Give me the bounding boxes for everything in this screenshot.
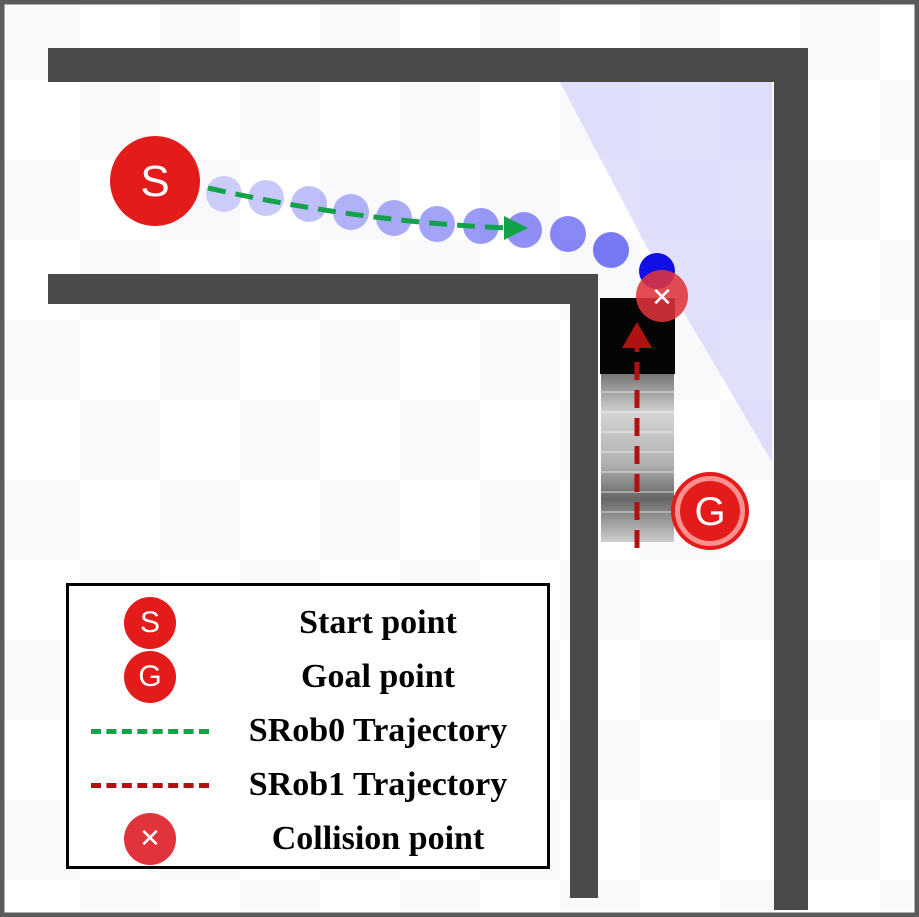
legend-row-srob0: SRob0 Trajectory bbox=[69, 704, 547, 758]
start-marker: S bbox=[110, 136, 200, 226]
legend-row-srob1: SRob1 Trajectory bbox=[69, 758, 547, 812]
legend-label-srob0: SRob0 Trajectory bbox=[248, 712, 508, 749]
wall-inner-horizontal bbox=[48, 274, 598, 304]
collision-marker-glyph: ✕ bbox=[651, 283, 673, 313]
legend-row-collision: ✕ Collision point bbox=[69, 812, 547, 866]
legend-label-collision: Collision point bbox=[271, 820, 485, 857]
collision-marker: ✕ bbox=[636, 270, 688, 322]
srob0-trajectory bbox=[207, 185, 509, 231]
legend-label-srob1: SRob1 Trajectory bbox=[248, 766, 508, 803]
legend-row-start: S Start point bbox=[69, 596, 547, 650]
srob1-trajectory-line-icon bbox=[91, 782, 209, 788]
legend-row-goal: G Goal point bbox=[69, 650, 547, 704]
wall-right bbox=[774, 48, 808, 910]
legend-label-start: Start point bbox=[299, 604, 457, 641]
goal-marker-letter: G bbox=[694, 490, 725, 534]
start-marker-letter: S bbox=[140, 157, 169, 206]
goal-point-icon: G bbox=[124, 651, 176, 703]
wall-top bbox=[48, 48, 808, 82]
walls bbox=[48, 48, 808, 910]
goal-marker: G bbox=[671, 472, 749, 550]
collision-point-icon: ✕ bbox=[124, 813, 176, 865]
wall-inner-vertical bbox=[570, 274, 598, 898]
start-point-icon: S bbox=[124, 597, 176, 649]
legend-label-goal: Goal point bbox=[301, 658, 455, 695]
legend: S Start point G Goal point SRob0 Traject… bbox=[66, 583, 550, 869]
srob0-trajectory-arrowhead bbox=[504, 216, 528, 240]
srob0-trajectory-line-icon bbox=[91, 728, 209, 734]
srob1-trajectory-arrowhead bbox=[622, 322, 652, 348]
